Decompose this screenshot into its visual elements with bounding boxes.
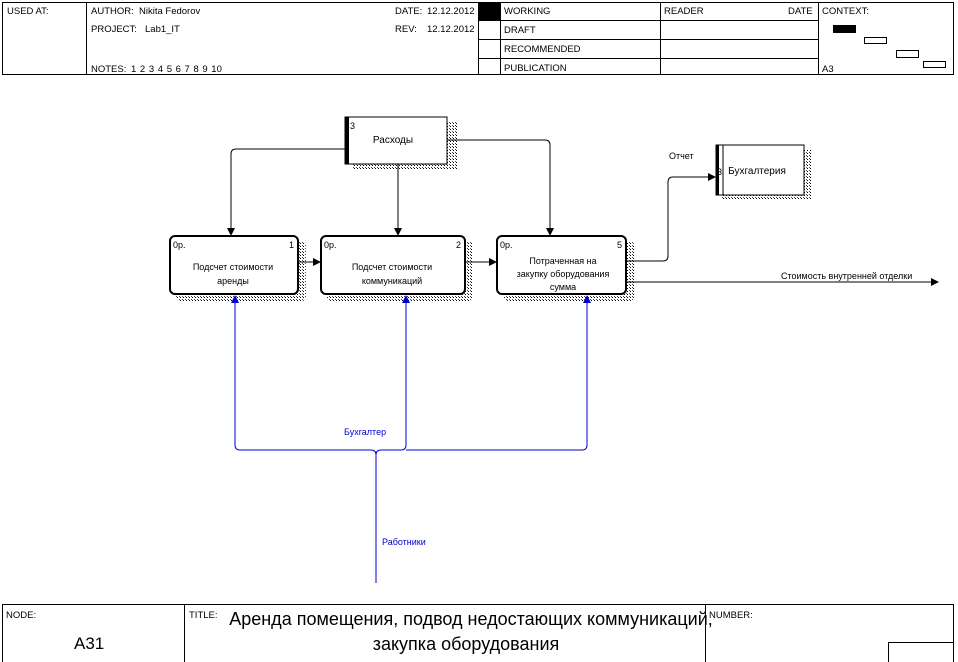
activity-5-line-2: закупку оборудования: [517, 269, 610, 279]
project-value: Lab1_IT: [145, 24, 180, 35]
node-label: NODE:: [6, 610, 37, 621]
control-arrow-activity-1[interactable]: [227, 148, 345, 236]
number-label: NUMBER:: [709, 610, 753, 621]
diagram-title-line-2: закупка оборудования: [372, 634, 560, 654]
node-value: A31: [74, 634, 105, 653]
accountant-label: Бухгалтер: [344, 427, 386, 437]
accountant-arrow-activity-5[interactable]: [406, 295, 591, 451]
activity-2-line-2: коммуникаций: [362, 276, 422, 286]
activity-1-line-1: Подсчет стоимости: [193, 262, 273, 272]
expense-external-bar: [345, 117, 349, 164]
activity-5-line-3: сумма: [550, 282, 576, 292]
activity-2-cost: 0р.: [324, 240, 337, 250]
header-divider: [818, 2, 819, 75]
activity-5-line-1: Потраченная на: [529, 256, 596, 266]
accounting-label: Бухгалтерия: [728, 166, 786, 177]
reader-label: READER: [664, 6, 704, 17]
activity-1-number: 1: [289, 240, 294, 250]
activity-2-line-1: Подсчет стоимости: [352, 262, 432, 272]
activity-5-number: 5: [617, 240, 622, 250]
author-label: AUTHOR:: [91, 6, 134, 17]
status-recommended: RECOMMENDED: [504, 44, 581, 55]
activity-2-box[interactable]: [320, 235, 466, 295]
header-divider: [86, 2, 87, 75]
diagram-title-line-1: Аренда помещения, подвод недостающих ком…: [229, 609, 713, 629]
activity-1-cost: 0р.: [173, 240, 186, 250]
activity-2-number: 2: [456, 240, 461, 250]
title-label: TITLE:: [189, 610, 218, 621]
accounting-external-box[interactable]: [715, 144, 805, 196]
header-divider: [478, 39, 818, 40]
context-label: CONTEXT:: [822, 6, 869, 17]
footer-divider: [184, 604, 185, 662]
context-box: [923, 61, 946, 68]
context-box-current: [833, 25, 856, 33]
activity-5-box[interactable]: [496, 235, 627, 295]
notes-label: NOTES:: [91, 64, 127, 75]
footer-frame: [2, 604, 954, 662]
workers-arrow[interactable]: [231, 295, 377, 583]
expense-number: 3: [350, 121, 355, 131]
author-value: Nikita Fedorov: [139, 6, 201, 17]
activity-1-box[interactable]: [169, 235, 299, 295]
project-label: PROJECT:: [91, 24, 137, 35]
reader-date-label: DATE: [788, 6, 813, 17]
report-arrow[interactable]: [626, 173, 716, 262]
used-at-label: USED AT:: [7, 6, 49, 17]
accounting-external-bar: [716, 145, 719, 195]
rev-value: 12.12.2012: [427, 24, 475, 35]
report-label: Отчет: [669, 151, 694, 161]
context-box: [864, 37, 887, 44]
status-publication: PUBLICATION: [504, 63, 567, 74]
working-status-marker: [479, 3, 500, 20]
status-working: WORKING: [504, 6, 551, 17]
activity-5-cost: 0р.: [500, 240, 513, 250]
accountant-arrow-activity-2[interactable]: [375, 295, 410, 456]
accounting-number: 3: [717, 167, 722, 177]
header-divider: [478, 20, 818, 21]
header-divider: [478, 58, 818, 59]
context-box: [896, 50, 919, 58]
expense-label: Расходы: [373, 135, 413, 146]
control-arrow-activity-5[interactable]: [447, 139, 554, 236]
interior-cost-label: Стоимость внутренней отделки: [781, 271, 912, 281]
activity-1-line-2: аренды: [217, 276, 249, 286]
context-node: A3: [822, 64, 834, 75]
date-value: 12.12.2012: [427, 6, 475, 17]
number-subbox: [888, 642, 954, 662]
header-divider: [500, 2, 501, 75]
workers-label: Работники: [382, 537, 426, 547]
footer-divider: [705, 604, 706, 662]
header-divider: [478, 2, 479, 75]
header-divider: [660, 2, 661, 75]
notes-value: 1 2 3 4 5 6 7 8 9 10: [131, 64, 222, 75]
status-draft: DRAFT: [504, 25, 536, 36]
rev-label: REV:: [395, 24, 417, 35]
date-label: DATE:: [395, 6, 423, 17]
